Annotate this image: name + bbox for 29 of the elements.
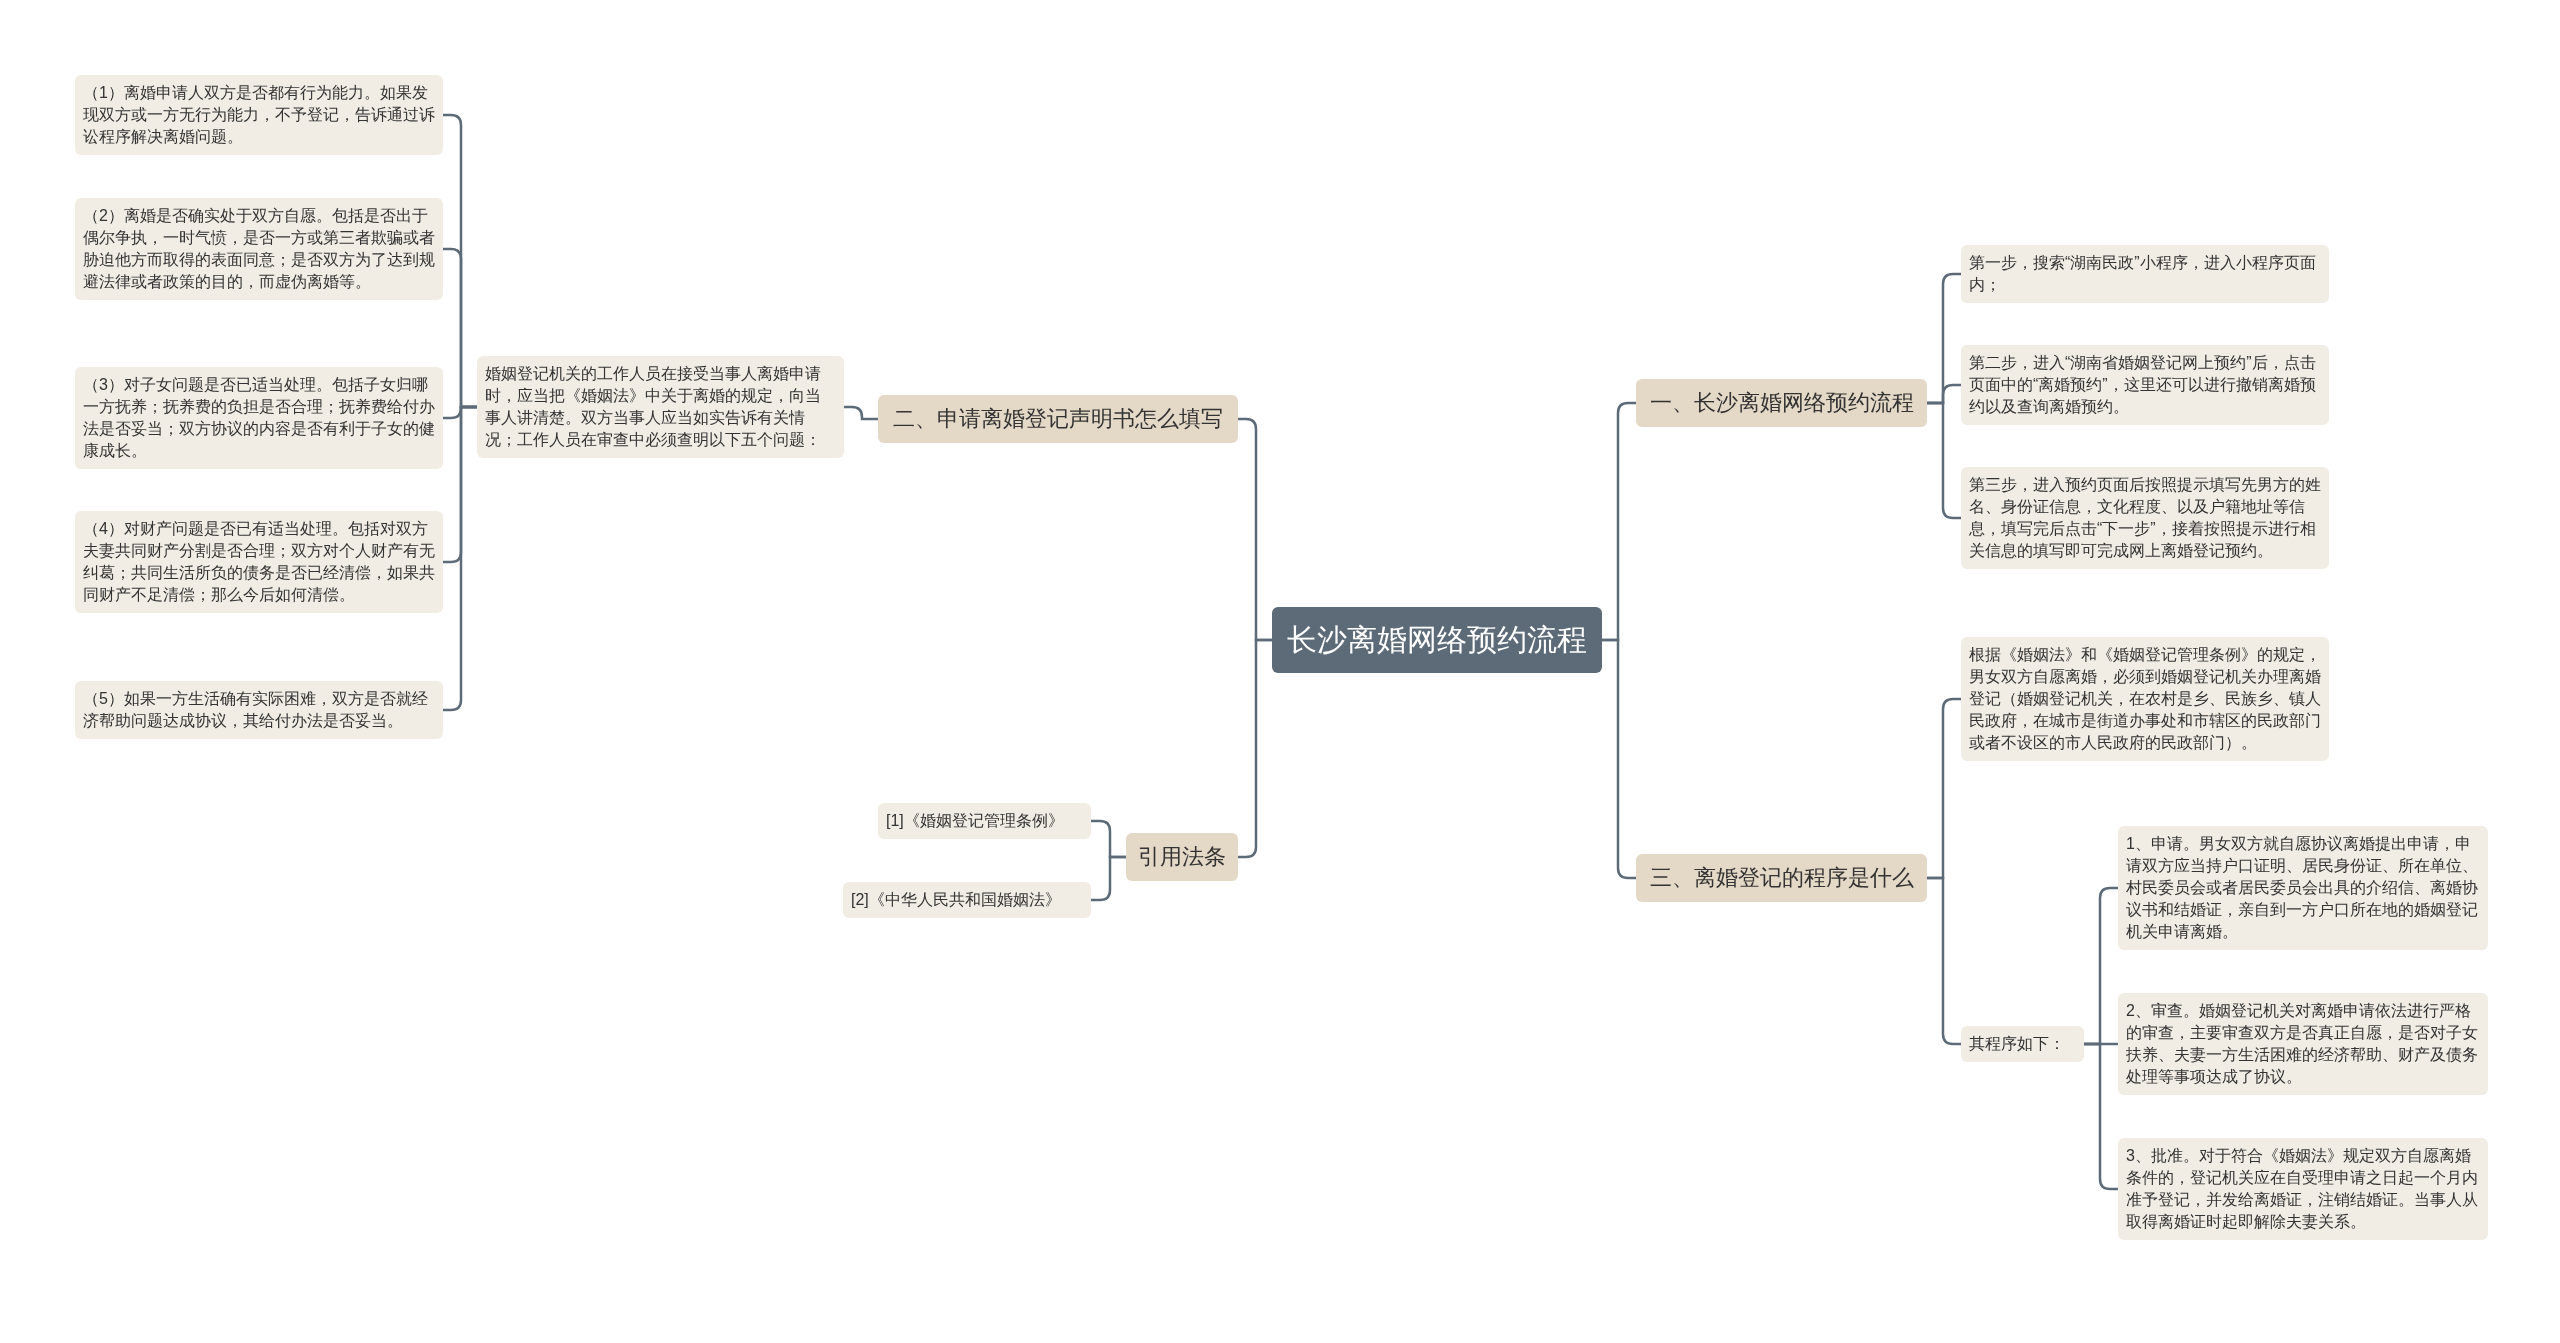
connector-line xyxy=(1091,855,1126,902)
leaf-topic: 1、申请。男女双方就自愿协议离婚提出申请，申请双方应当持户口证明、居民身份证、所在单位、村民委员会或者居民委员会出具的介绍信、离婚协议书和结婚证，亲自到一方户口所在地的婚姻登记机关申请离婚。 xyxy=(2118,826,2488,950)
connector-line xyxy=(844,405,878,421)
leaf-topic: 第二步，进入“湖南省婚姻登记网上预约”后，点击页面中的“离婚预约”，这里还可以进行撤销离婚预约以及查询离婚预约。 xyxy=(1961,345,2329,425)
connector-line xyxy=(2084,1042,2118,1191)
connector-line xyxy=(443,405,477,712)
leaf-topic: 婚姻登记机关的工作人员在接受当事人离婚申请时，应当把《婚姻法》中关于离婚的规定，向当事人讲清楚。双方当事人应当如实告诉有关情况；工作人员在审查中必须查明以下五个问题： xyxy=(477,356,844,458)
branch-topic: 三、离婚登记的程序是什么 xyxy=(1636,854,1927,902)
leaf-topic: [1]《婚姻登记管理条例》 xyxy=(878,803,1091,839)
root-topic: 长沙离婚网络预约流程 xyxy=(1272,607,1602,673)
connector-line xyxy=(1927,876,1961,1046)
leaf-topic: 其程序如下： xyxy=(1961,1026,2084,1062)
leaf-topic: 2、审查。婚姻登记机关对离婚申请依法进行严格的审查，主要审查双方是否真正自愿，是否对子女扶养、夫妻一方生活困难的经济帮助、财产及债务处理等事项达成了协议。 xyxy=(2118,993,2488,1095)
connector-line xyxy=(1927,401,1961,520)
connector-line xyxy=(1602,638,1636,880)
leaf-topic: 第一步，搜索“湖南民政”小程序，进入小程序页面内； xyxy=(1961,245,2329,303)
leaf-topic: 根据《婚姻法》和《婚姻登记管理条例》的规定，男女双方自愿离婚，必须到婚姻登记机关办理离婚登记（婚姻登记机关，在农村是乡、民族乡、镇人民政府，在城市是街道办事处和市辖区的民政部门或者不设区的市人民政府的民政部门）。 xyxy=(1961,637,2329,761)
branch-topic: 引用法条 xyxy=(1126,833,1238,881)
leaf-topic: 3、批准。对于符合《婚姻法》规定双方自愿离婚条件的，登记机关应在自受理申请之日起一个月内准予登记，并发给离婚证，注销结婚证。当事人从取得离婚证时起即解除夫妻关系。 xyxy=(2118,1138,2488,1240)
connector-line xyxy=(1238,638,1272,859)
leaf-topic: [2]《中华人民共和国婚姻法》 xyxy=(843,882,1091,918)
branch-topic: 二、申请离婚登记声明书怎么填写 xyxy=(878,395,1238,443)
leaf-topic: （1）离婚申请人双方是否都有行为能力。如果发现双方或一方无行为能力，不予登记，告诉通过诉讼程序解决离婚问题。 xyxy=(75,75,443,155)
leaf-topic: （4）对财产问题是否已有适当处理。包括对双方夫妻共同财产分割是否合理；双方对个人财产有无纠葛；共同生活所负的债务是否已经清偿，如果共同财产不足清偿；那么今后如何清偿。 xyxy=(75,511,443,613)
leaf-topic: （3）对子女问题是否已适当处理。包括子女归哪一方抚养；抚养费的负担是否合理；抚养费给付办法是否妥当；双方协议的内容是否有利于子女的健康成长。 xyxy=(75,367,443,469)
leaf-topic: （2）离婚是否确实处于双方自愿。包括是否出于偶尔争执，一时气愤，是否一方或第三者欺骗或者胁迫他方而取得的表面同意；是否双方为了达到规避法律或者政策的目的，而虚伪离婚等。 xyxy=(75,198,443,300)
leaf-topic: 第三步，进入预约页面后按照提示填写先男方的姓名、身份证信息，文化程度、以及户籍地址等信息，填写完后点击“下一步”，接着按照提示进行相关信息的填写即可完成网上离婚登记预约。 xyxy=(1961,467,2329,569)
leaf-topic: （5）如果一方生活确有实际困难，双方是否就经济帮助问题达成协议，其给付办法是否妥当。 xyxy=(75,681,443,739)
branch-topic: 一、长沙离婚网络预约流程 xyxy=(1636,379,1927,427)
